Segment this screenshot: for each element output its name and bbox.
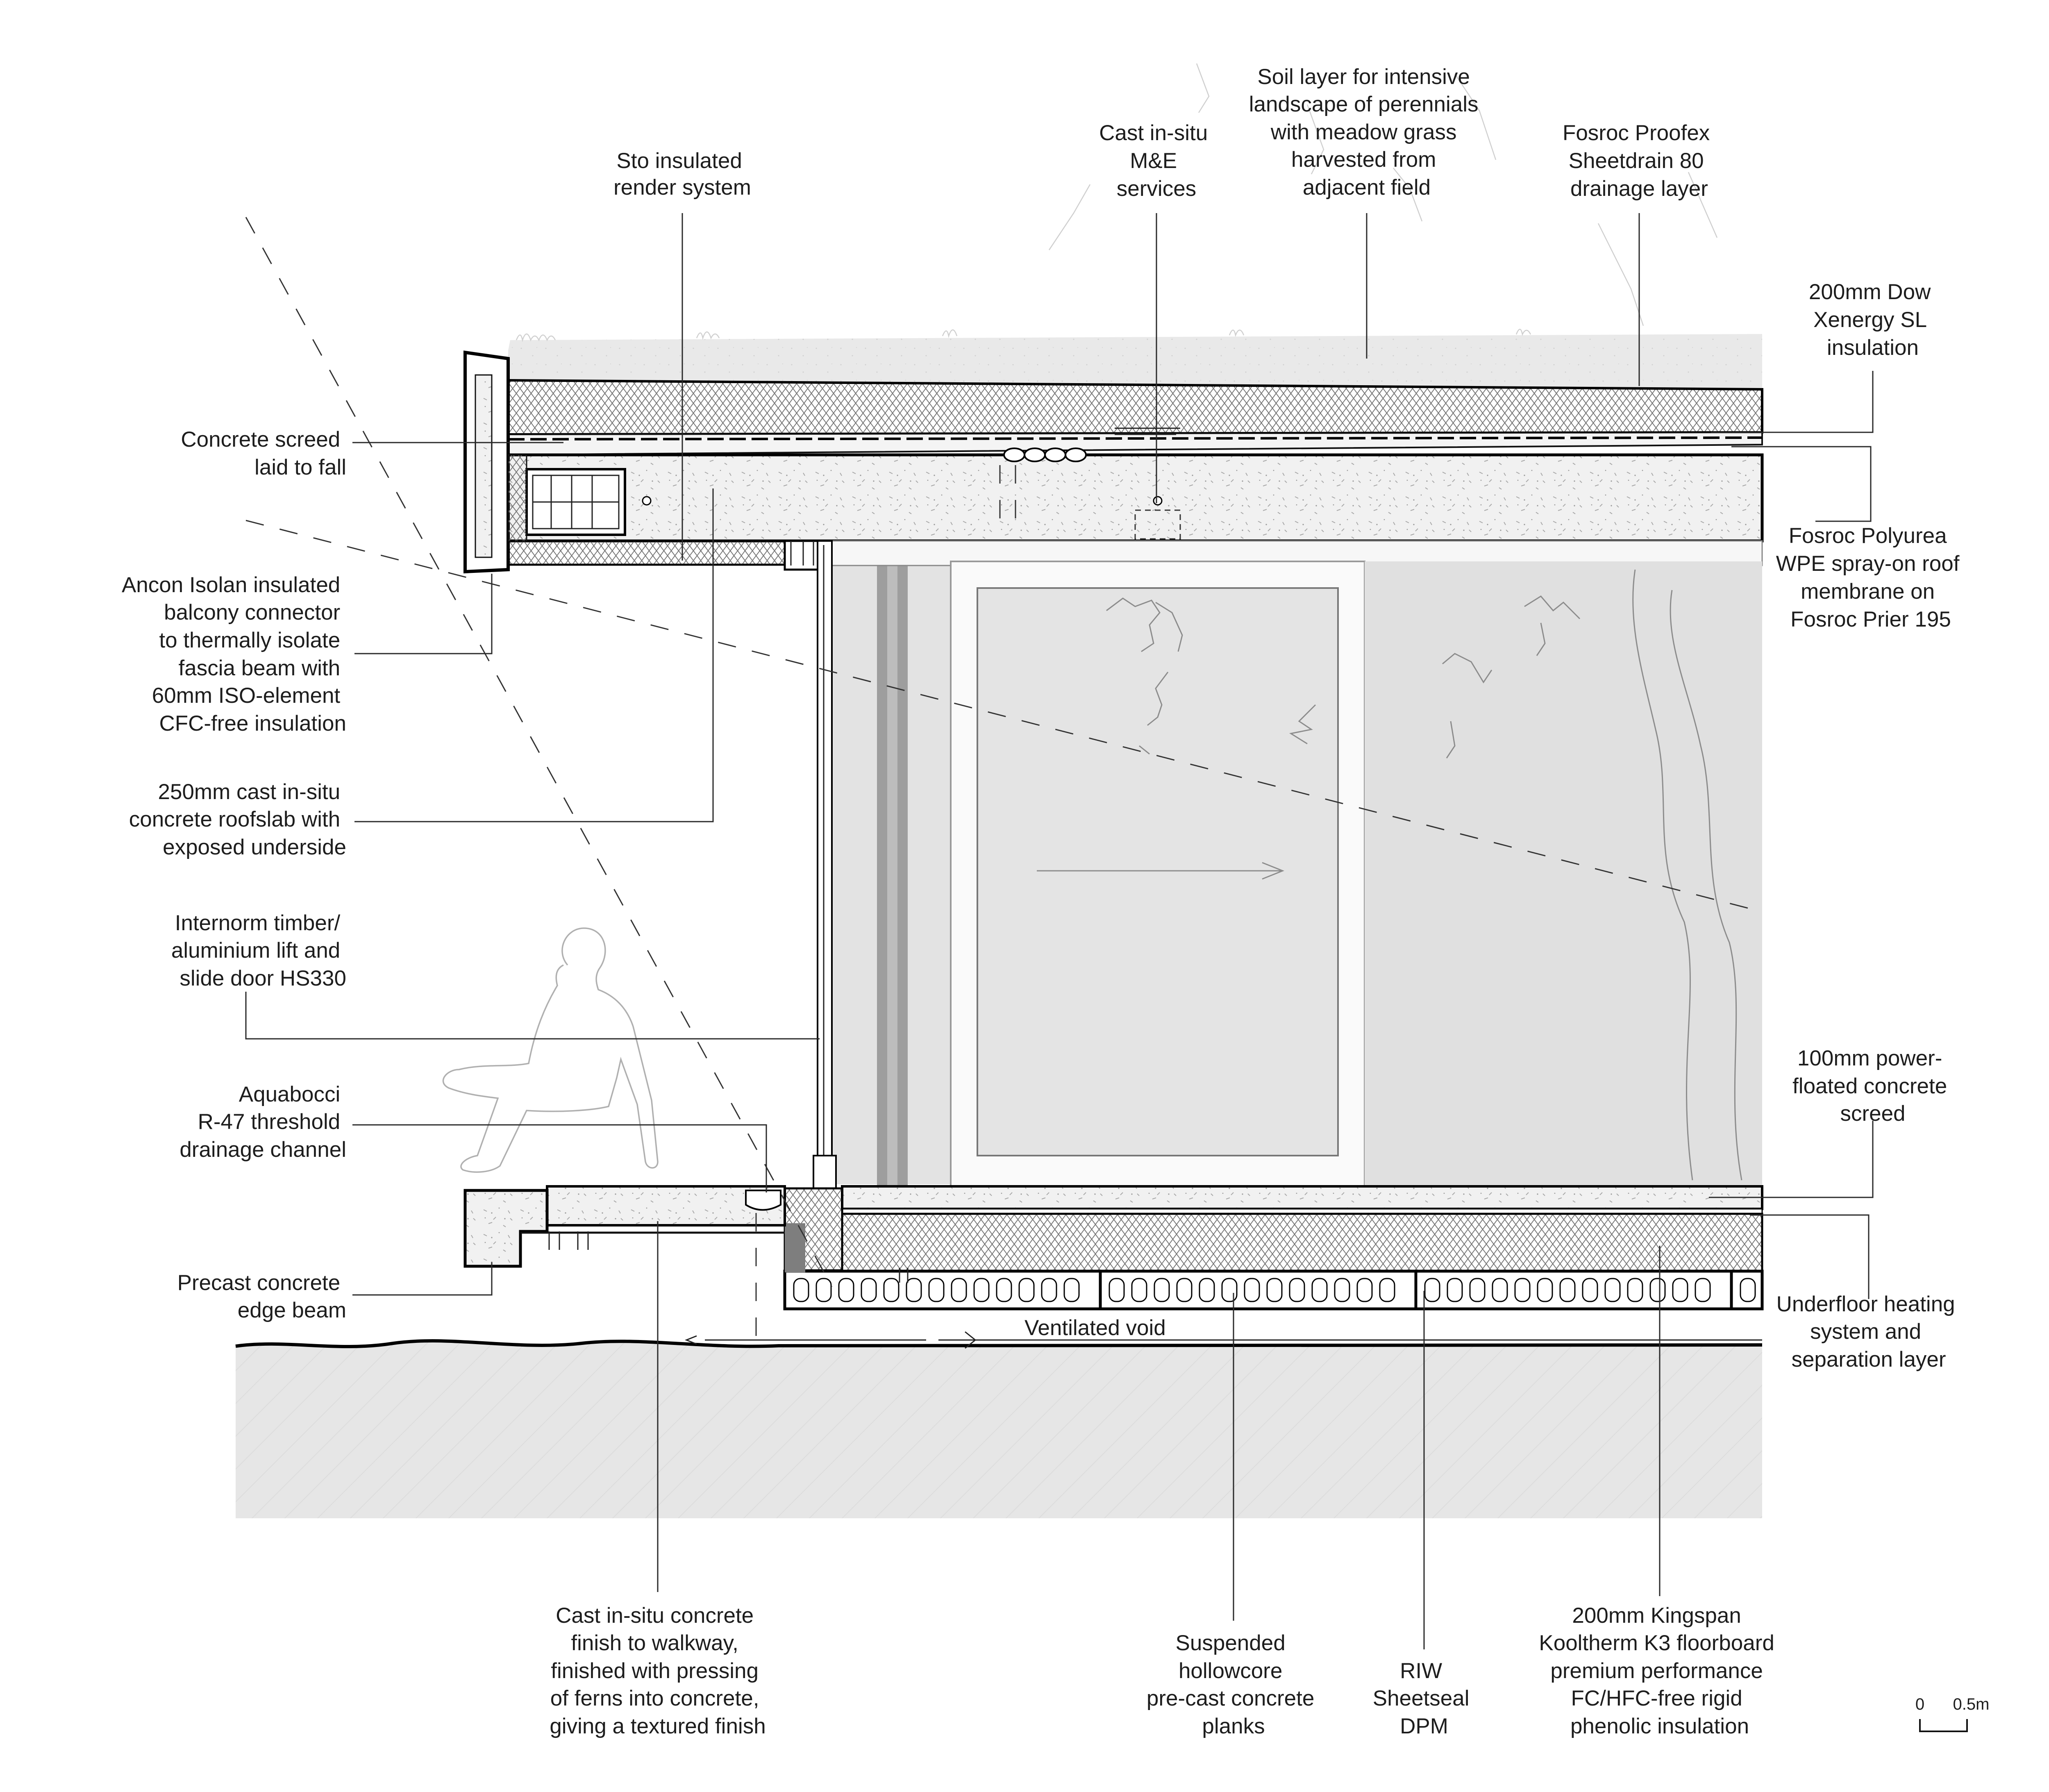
hollowcore-core <box>1537 1278 1553 1302</box>
hollowcore-core <box>1199 1278 1215 1302</box>
label-ancon-isolan: Ancon Isolan insulated balcony connector… <box>122 573 346 736</box>
hollowcore-core <box>1018 1278 1035 1302</box>
hollowcore-core <box>1627 1278 1643 1302</box>
hollowcore-core <box>1604 1278 1621 1302</box>
label-sto-render: Sto insulated render system <box>613 149 751 200</box>
label-ventilated-void: Ventilated void <box>1024 1316 1166 1340</box>
hollowcore-core <box>1695 1278 1711 1302</box>
label-riw: RIW Sheetseal DPM <box>1373 1659 1475 1738</box>
hollowcore-core <box>793 1278 809 1302</box>
hollowcore-core <box>1266 1278 1283 1302</box>
scale-bar: 0 0.5m <box>1915 1695 1990 1732</box>
label-dow-xenergy: 200mm Dow Xenergy SL insulation <box>1809 280 1937 360</box>
hollowcore-cores <box>793 1278 1756 1302</box>
fascia-beam <box>463 350 527 574</box>
label-concrete-screed-fall: Concrete screed laid to fall <box>181 427 346 479</box>
hollowcore-core <box>1356 1278 1373 1302</box>
label-aquabocci: Aquabocci R-47 threshold drainage channe… <box>179 1082 346 1162</box>
scale-bar-start: 0 <box>1915 1695 1924 1713</box>
hollowcore-core <box>973 1278 990 1302</box>
hollowcore-core <box>1649 1278 1666 1302</box>
seated-person-sketch <box>442 927 659 1173</box>
label-fosroc-polyurea: Fosroc Polyurea WPE spray-on roof membra… <box>1776 524 1965 631</box>
hollowcore-core <box>1063 1278 1080 1302</box>
hollowcore-core <box>1672 1278 1688 1302</box>
floor-buildup <box>463 1185 1764 1349</box>
hollowcore-core <box>1221 1278 1238 1302</box>
hollowcore-core <box>1041 1278 1057 1302</box>
label-fosroc-proofex: Fosroc Proofex Sheetdrain 80 drainage la… <box>1563 121 1716 201</box>
hollowcore-core <box>1289 1278 1305 1302</box>
hollowcore-core <box>1424 1278 1440 1302</box>
hollowcore-core <box>1514 1278 1531 1302</box>
interior-elevation <box>813 540 1763 1189</box>
hollowcore-core <box>1582 1278 1598 1302</box>
label-cast-me: Cast in-situ M&E services <box>1099 121 1214 201</box>
hollowcore-core <box>1311 1278 1328 1302</box>
ground-section <box>235 1339 1763 1518</box>
label-soil-layer: Soil layer for intensive landscape of pe… <box>1249 65 1485 200</box>
me-services-ducts <box>999 427 1181 540</box>
hollowcore-core <box>1492 1278 1508 1302</box>
hollowcore-core <box>1176 1278 1193 1302</box>
label-walkway: Cast in-situ concrete finish to walkway,… <box>550 1603 766 1738</box>
hollowcore-core <box>1154 1278 1170 1302</box>
label-roofslab: 250mm cast in-situ concrete roofslab wit… <box>129 780 346 859</box>
hollowcore-core <box>1447 1278 1463 1302</box>
hollowcore-core <box>1334 1278 1350 1302</box>
leader-lines <box>245 213 1874 1649</box>
hollowcore-core <box>861 1278 877 1302</box>
hollowcore-core <box>906 1278 922 1302</box>
hollowcore-core <box>1244 1278 1260 1302</box>
hollowcore-core <box>1469 1278 1486 1302</box>
hollowcore-core <box>928 1278 945 1302</box>
hollowcore-core <box>1740 1278 1756 1302</box>
meadow-grass-sketch <box>516 63 1718 342</box>
hollowcore-core <box>996 1278 1012 1302</box>
hollowcore-core <box>1559 1278 1576 1302</box>
hollowcore-core <box>883 1278 900 1302</box>
label-power-floated: 100mm power- floated concrete screed <box>1792 1046 1953 1126</box>
hollowcore-core <box>951 1278 967 1302</box>
label-underfloor: Underfloor heating system and separation… <box>1776 1292 1961 1372</box>
hollowcore-core <box>816 1278 832 1302</box>
scale-bar-end: 0.5m <box>1953 1695 1990 1713</box>
hollowcore-core <box>838 1278 854 1302</box>
hollowcore-core <box>1131 1278 1147 1302</box>
annotation-labels: Sto insulated render system Cast in-situ… <box>122 65 1965 1738</box>
hollowcore-core <box>1379 1278 1395 1302</box>
label-precast-edge: Precast concrete edge beam <box>177 1271 346 1322</box>
sun-angle-lines <box>245 217 1763 1287</box>
label-kingspan: 200mm Kingspan Kooltherm K3 floorboard p… <box>1539 1603 1780 1738</box>
label-internorm: Internorm timber/ aluminium lift and sli… <box>171 911 346 990</box>
hollowcore-core <box>1109 1278 1125 1302</box>
label-hollowcore: Suspended hollowcore pre-cast concrete p… <box>1147 1631 1320 1738</box>
roof-buildup <box>463 334 1764 574</box>
